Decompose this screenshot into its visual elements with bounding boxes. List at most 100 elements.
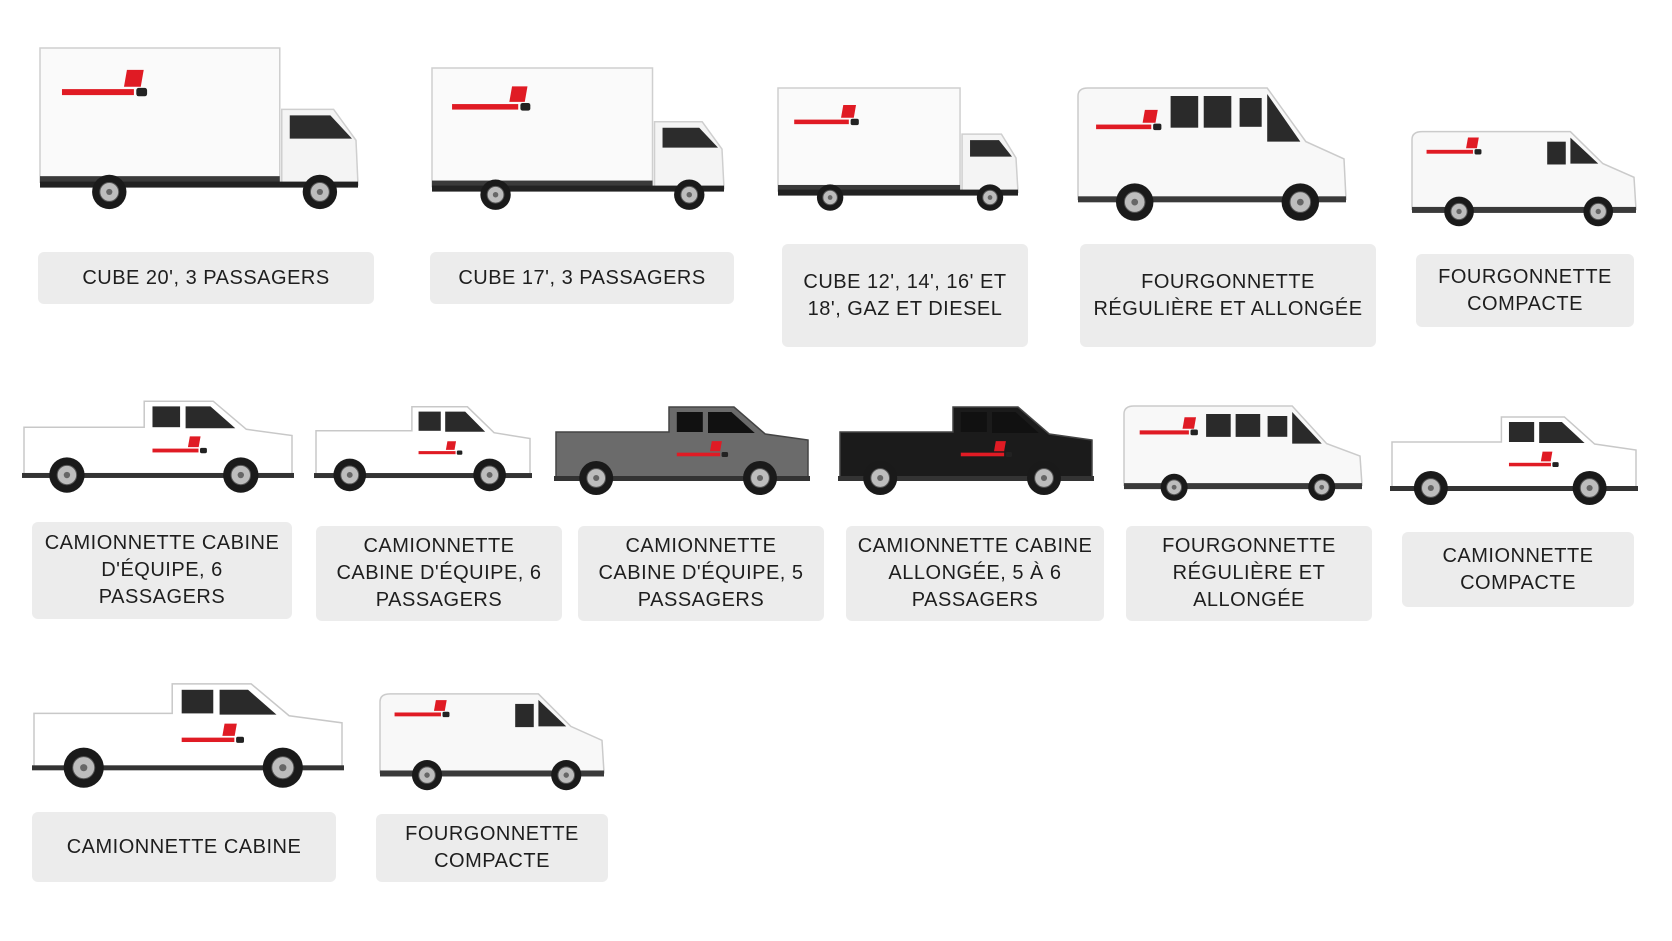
- wheel-hub: [1427, 484, 1434, 492]
- rear-window: [181, 689, 214, 714]
- pickup-truck-image: [22, 400, 294, 493]
- brand-logo-badge: [1552, 462, 1559, 467]
- brand-logo-wordmark: [418, 451, 456, 455]
- pickup-truck-image: [838, 406, 1094, 495]
- cab-window: [289, 115, 352, 139]
- brand-logo-wordmark: [61, 89, 134, 96]
- front-window: [185, 406, 236, 429]
- cargo-box-base: [40, 176, 280, 183]
- vehicle-label: CAMIONNETTE CABINE D'ÉQUIPE, 6 PASSAGERS: [316, 526, 562, 621]
- vehicle-label: CUBE 20', 3 PASSAGERS: [38, 252, 374, 304]
- vehicle-label: FOURGONNETTE COMPACTE: [376, 814, 608, 882]
- front-window: [1539, 422, 1585, 443]
- brand-logo-badge: [1153, 123, 1162, 131]
- wheel-hub: [237, 471, 244, 479]
- door-window: [1239, 98, 1262, 127]
- brand-logo-badge: [200, 447, 207, 454]
- compact-van-image: [379, 693, 605, 791]
- vehicle-label: CAMIONNETTE CABINE D'ÉQUIPE, 5 PASSAGERS: [578, 526, 824, 621]
- brand-logo-badge: [721, 451, 729, 457]
- cargo-box-base: [432, 180, 653, 187]
- brand-logo-mark: [222, 723, 237, 736]
- windshield: [538, 699, 567, 727]
- brand-logo-mark: [509, 86, 528, 102]
- compact-van-image: [1411, 130, 1637, 227]
- brand-logo-mark: [1466, 137, 1479, 149]
- box-truck-image: [431, 67, 725, 210]
- chassis: [778, 189, 1018, 196]
- front-window: [219, 689, 277, 715]
- brand-logo-badge: [136, 87, 148, 97]
- brand-logo-mark: [1540, 451, 1553, 462]
- vehicle-label: CUBE 17', 3 PASSAGERS: [430, 252, 734, 304]
- wheel-hub: [877, 474, 884, 482]
- wheel-hub: [279, 764, 287, 772]
- rear-window: [960, 412, 987, 432]
- vehicle-label: CAMIONNETTE CABINE: [32, 812, 336, 882]
- brand-logo-wordmark: [676, 452, 721, 457]
- wheel-hub: [827, 195, 833, 200]
- vehicle-label: CAMIONNETTE CABINE ALLONGÉE, 5 À 6 PASSA…: [846, 526, 1104, 621]
- vehicle-label: CAMIONNETTE CABINE D'ÉQUIPE, 6 PASSAGERS: [32, 522, 292, 619]
- wheel-hub: [686, 191, 692, 198]
- wheel-hub: [1456, 208, 1462, 215]
- wheel-hub: [106, 188, 113, 196]
- brand-logo-badge: [850, 118, 859, 126]
- brand-logo-wordmark: [1426, 149, 1473, 154]
- side-window: [1235, 414, 1261, 437]
- vehicle-label: CAMIONNETTE COMPACTE: [1402, 532, 1634, 607]
- vehicle-label: FOURGONNETTE RÉGULIÈRE ET ALLONGÉE: [1080, 244, 1376, 347]
- bumper: [1078, 196, 1346, 203]
- wheel-hub: [563, 772, 569, 778]
- brand-logo-wordmark: [1096, 124, 1152, 130]
- cargo-box: [39, 47, 281, 183]
- bumper: [32, 765, 344, 771]
- bumper: [554, 476, 810, 481]
- bumper: [314, 473, 532, 479]
- brand-logo-wordmark: [452, 104, 519, 110]
- cab-window: [970, 140, 1012, 157]
- bumper: [1390, 486, 1638, 491]
- wheel-hub: [1171, 484, 1177, 490]
- front-window: [445, 411, 486, 432]
- brand-logo-badge: [1005, 451, 1013, 457]
- cargo-box: [431, 67, 654, 188]
- front-window: [708, 412, 755, 433]
- wheel-hub: [1296, 198, 1304, 206]
- pickup-truck-image: [554, 406, 810, 495]
- wheel-hub: [316, 188, 323, 196]
- wheel-hub: [486, 472, 493, 478]
- box-truck-image: [39, 47, 359, 210]
- brand-logo-mark: [1182, 417, 1197, 429]
- cargo-van-image: [1077, 87, 1347, 221]
- brand-logo-mark: [445, 441, 457, 450]
- brand-logo-mark: [1142, 109, 1158, 123]
- pickup-truck-image: [32, 683, 344, 788]
- brand-logo-badge: [236, 736, 245, 743]
- bumper: [1124, 483, 1362, 490]
- brand-logo-wordmark: [1139, 430, 1189, 435]
- wheel-hub: [424, 772, 430, 778]
- cargo-box-base: [778, 184, 961, 191]
- wheel-hub: [987, 195, 993, 200]
- wheel-hub: [1595, 208, 1601, 215]
- brand-logo-mark: [123, 69, 144, 87]
- vehicle-label: FOURGONNETTE COMPACTE: [1416, 254, 1634, 327]
- wheel-hub: [80, 764, 88, 772]
- brand-logo-badge: [520, 102, 531, 111]
- door-window: [1547, 141, 1566, 165]
- wheel-hub: [1131, 198, 1139, 206]
- rear-window: [676, 412, 703, 432]
- bumper: [1412, 206, 1636, 213]
- chassis: [432, 185, 724, 192]
- box-truck-image: [777, 87, 1019, 211]
- cargo-van-image: [1123, 405, 1363, 501]
- cab-window: [662, 127, 718, 148]
- brand-logo-wordmark: [1508, 462, 1551, 467]
- brand-logo-wordmark: [394, 712, 441, 717]
- chassis: [40, 181, 358, 188]
- pickup-truck-image: [1390, 416, 1638, 505]
- rear-window: [418, 411, 441, 431]
- vehicle-label: CUBE 12', 14', 16' ET 18', GAZ ET DIESEL: [782, 244, 1028, 347]
- brand-logo-mark: [841, 105, 857, 118]
